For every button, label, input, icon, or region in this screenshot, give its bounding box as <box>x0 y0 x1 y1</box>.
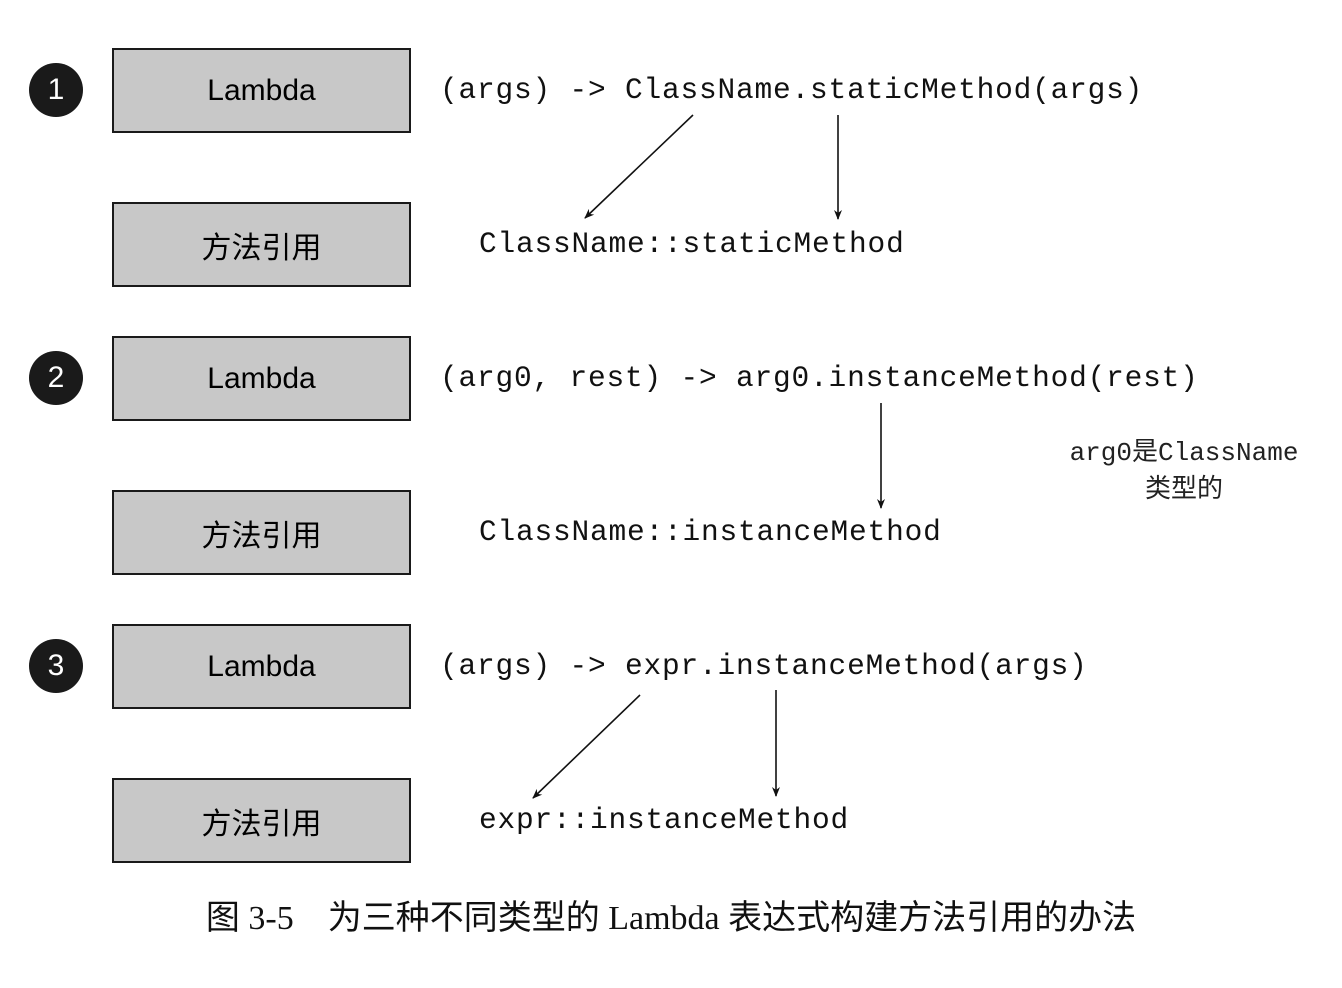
ref-code-3: expr::instanceMethod <box>479 803 850 837</box>
lambda-code-1: (args) -> ClassName.staticMethod(args) <box>440 73 1144 107</box>
lambda-box-3: Lambda <box>112 624 411 709</box>
lambda-code-3: (args) -> expr.instanceMethod(args) <box>440 649 1088 683</box>
method-ref-box-3: 方法引用 <box>112 778 411 863</box>
ref-code-2: ClassName::instanceMethod <box>479 515 942 549</box>
figure-caption: 图 3-5 为三种不同类型的 Lambda 表达式构建方法引用的办法 <box>205 900 1137 937</box>
note-text: ClassName <box>1158 438 1299 468</box>
note-text: 类型的 <box>1144 474 1223 504</box>
note-text: arg0 <box>1069 438 1132 468</box>
method-ref-box-1: 方法引用 <box>112 202 411 287</box>
arrow <box>584 114 694 219</box>
step-number-2: 2 <box>29 351 83 405</box>
annotation-note: arg0是ClassName 类型的 <box>1046 434 1322 507</box>
method-ref-box-2: 方法引用 <box>112 490 411 575</box>
arrow <box>532 694 641 799</box>
step-number-3: 3 <box>29 639 83 693</box>
note-text: 是 <box>1131 437 1158 467</box>
ref-code-1: ClassName::staticMethod <box>479 227 905 261</box>
lambda-box-1: Lambda <box>112 48 411 133</box>
lambda-code-2: (arg0, rest) -> arg0.instanceMethod(rest… <box>440 361 1199 395</box>
lambda-box-2: Lambda <box>112 336 411 421</box>
step-number-1: 1 <box>29 63 83 117</box>
